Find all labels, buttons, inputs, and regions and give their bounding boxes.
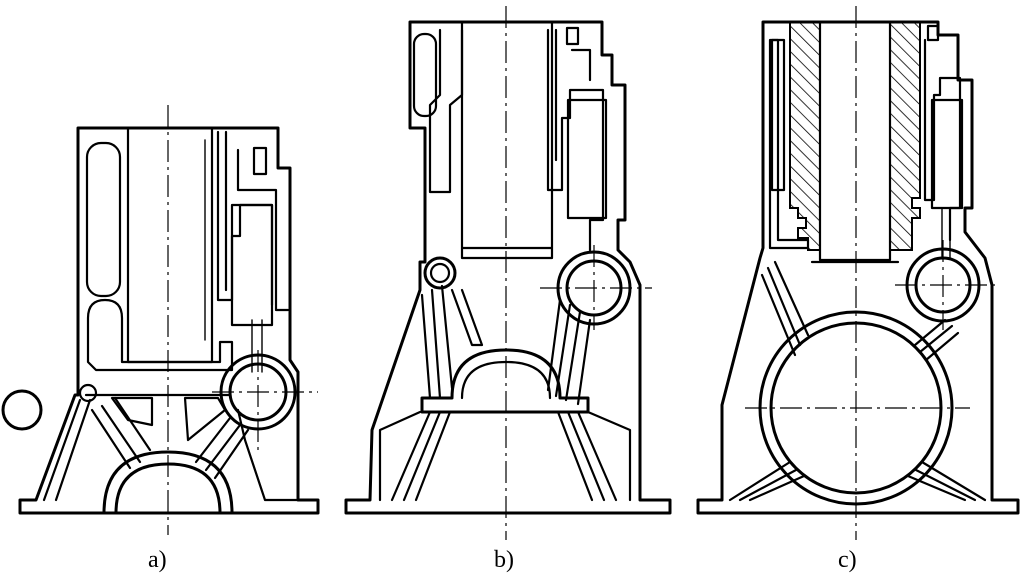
view-b-small-bore-outer xyxy=(423,256,457,290)
view-c-rib-upper-left xyxy=(760,260,810,357)
view-b-rib-left xyxy=(420,284,484,400)
view-c-pushrod-tube xyxy=(930,98,964,210)
view-b-pushrod-tube xyxy=(566,98,608,220)
view-a-rib-left xyxy=(90,396,152,470)
view-a-pushrod-tube xyxy=(230,203,274,327)
view-a-outer-contour xyxy=(18,126,320,515)
view-c-head-bolt-slot xyxy=(926,24,940,42)
view-a-cavity-left xyxy=(110,396,154,427)
view-a-main-bearing-arch-outer xyxy=(102,450,234,515)
view-a-small-oil-hole xyxy=(78,383,98,403)
view-b-cylinder-liner xyxy=(460,20,554,260)
view-a-water-jacket-slot xyxy=(85,141,122,298)
view-b-jacket-inner xyxy=(428,28,464,194)
view-b-upper-contour xyxy=(344,20,672,515)
caption-c: c) xyxy=(838,547,857,573)
view-b-lower-skirt xyxy=(378,410,632,502)
view-c-liner-wall-right xyxy=(889,21,921,251)
view-b xyxy=(344,20,672,515)
view-b-small-bore-inner xyxy=(429,262,451,284)
view-c-rib-upper-right xyxy=(913,318,960,362)
view-c-cylinder-bore xyxy=(810,20,900,264)
view-b-water-jacket-left xyxy=(412,32,438,118)
caption-a: a) xyxy=(148,547,167,573)
view-a-head-bolt-slot xyxy=(252,146,268,176)
view-c-rib-lower-right xyxy=(906,460,987,502)
view-b-oil-channel xyxy=(546,28,605,252)
view-b-head-bolt-slot xyxy=(565,26,580,46)
view-c-liner-wall-left xyxy=(789,21,821,251)
caption-b: b) xyxy=(494,547,514,573)
view-a-jacket-bottom xyxy=(86,298,234,372)
view-c-outer-contour xyxy=(696,20,1020,515)
view-a-cylinder-liner xyxy=(126,126,214,364)
view-b-bearing-saddle xyxy=(420,348,590,414)
view-a xyxy=(1,126,320,515)
view-c-rib-lower-left xyxy=(728,460,806,502)
view-a-inner-wall xyxy=(42,393,300,502)
view-c-jacket-slot xyxy=(770,38,786,192)
view-b-rib-right xyxy=(546,298,592,406)
view-a-cavity-right xyxy=(183,396,227,442)
view-a-oil-hole-circle xyxy=(1,389,43,431)
view-c xyxy=(696,20,1020,515)
center-lines xyxy=(167,6,998,540)
